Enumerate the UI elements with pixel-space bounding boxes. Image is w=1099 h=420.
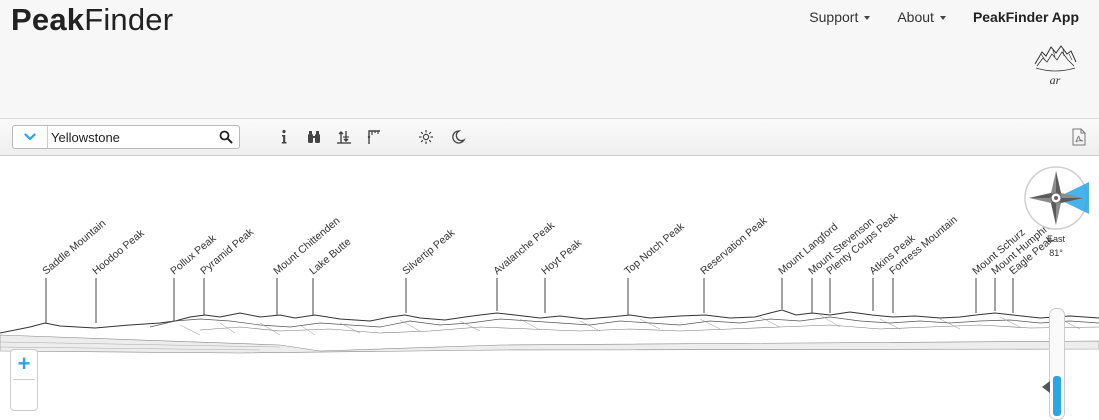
viewpoint-icon[interactable] xyxy=(366,129,382,145)
binoculars-icon[interactable] xyxy=(306,129,322,145)
ar-label: ar xyxy=(1050,73,1061,87)
search-icon[interactable] xyxy=(219,130,233,144)
info-icon[interactable] xyxy=(276,129,292,145)
compass-icon[interactable] xyxy=(1023,165,1089,231)
ar-mountain-icon[interactable]: ar xyxy=(1033,42,1077,88)
caret-down-icon xyxy=(939,16,946,20)
elevation-icon[interactable] xyxy=(336,129,352,145)
search-box xyxy=(12,125,240,149)
peak-label[interactable]: Top Notch Peak xyxy=(622,220,687,277)
zoom-control: + xyxy=(10,349,38,411)
top-nav: Support About PeakFinder App xyxy=(782,9,1079,25)
logo-bold: Peak xyxy=(11,2,85,37)
nav-about[interactable]: About xyxy=(897,9,946,25)
compass-degrees: 81° xyxy=(1049,248,1063,258)
nav-support-label: Support xyxy=(809,9,859,25)
peak-label[interactable]: Reservation Peak xyxy=(698,214,770,277)
zoom-divider xyxy=(13,379,35,380)
header: PeakFinder Support About PeakFinder App … xyxy=(0,0,1099,118)
pdf-icon[interactable] xyxy=(1071,128,1087,146)
nav-peakfinder-app[interactable]: PeakFinder App xyxy=(972,9,1079,25)
search-input[interactable] xyxy=(51,128,211,146)
logo-light: Finder xyxy=(84,2,174,37)
toolbar xyxy=(0,118,1099,156)
peak-label[interactable]: Silvertip Peak xyxy=(400,226,457,277)
nav-about-label: About xyxy=(897,9,934,25)
sun-icon[interactable] xyxy=(418,129,434,145)
time-slider-fill xyxy=(1053,376,1061,416)
peak-label[interactable]: Hoyt Peak xyxy=(539,236,584,277)
time-slider[interactable] xyxy=(1049,308,1065,420)
peak-label[interactable]: Pyramid Peak xyxy=(198,226,256,278)
time-slider-handle[interactable] xyxy=(1042,381,1050,393)
zoom-in-button[interactable]: + xyxy=(17,351,31,376)
chevron-down-icon xyxy=(24,133,36,141)
nav-support[interactable]: Support xyxy=(809,9,871,25)
caret-down-icon xyxy=(864,16,871,20)
logo[interactable]: PeakFinder xyxy=(11,2,173,38)
location-dropdown-button[interactable] xyxy=(13,126,48,148)
moon-icon[interactable] xyxy=(450,129,466,145)
compass-direction: East xyxy=(1046,234,1065,244)
